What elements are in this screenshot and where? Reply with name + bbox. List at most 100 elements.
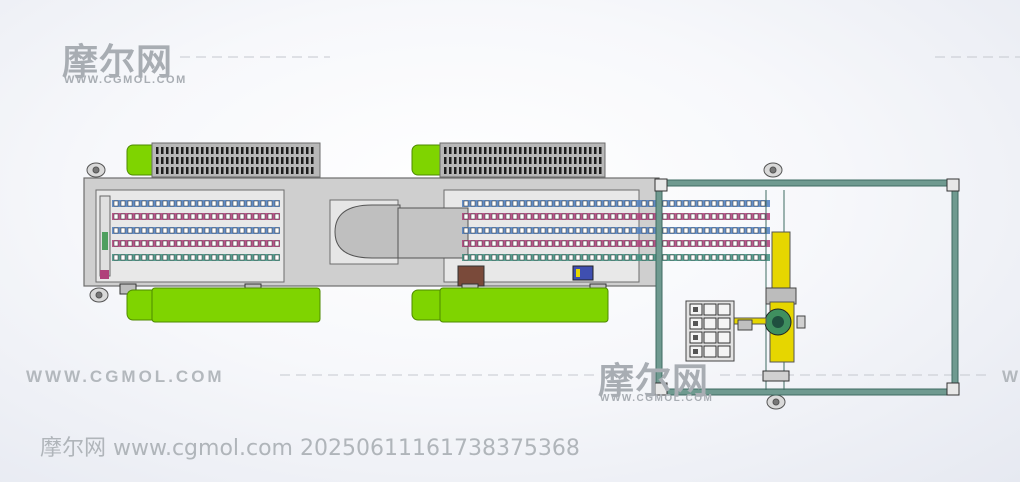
rail-block [246,240,252,247]
vent-slot [589,167,592,174]
rail-block [505,240,511,247]
vent-slot [594,157,597,164]
rail-block [176,254,182,261]
rail-block [204,240,210,247]
vent-slot [569,167,572,174]
rail-block [246,254,252,261]
rail-block [239,240,245,247]
rail-block [505,254,511,261]
vent-slot [584,147,587,154]
vent-slot [276,167,279,174]
rail-block [162,254,168,261]
vent-slot [276,147,279,154]
vent-slot [301,157,304,164]
rail-block [746,213,752,220]
vent-slot [464,167,467,174]
vent-slot [549,147,552,154]
vent-slot [539,147,542,154]
rail-block [739,240,745,247]
rail-block [204,213,210,220]
vent-slot [564,167,567,174]
vent-slot [191,167,194,174]
rail-block [631,213,637,220]
rail-block [617,213,623,220]
rail-block [746,200,752,207]
vent-slot [236,157,239,164]
vent-slot [181,157,184,164]
rail-block [477,240,483,247]
rail-block [704,227,710,234]
rail-block [218,200,224,207]
rail-block [134,200,140,207]
rail-block [169,227,175,234]
rail-block [134,240,140,247]
vent-slot [186,157,189,164]
vent-slot [201,147,204,154]
vent-slot [549,167,552,174]
vent-slot [484,167,487,174]
vent-slot [584,167,587,174]
vent-slot [539,157,542,164]
vent-slot [459,147,462,154]
left-bottom-tank [126,287,321,323]
rail-block [648,213,654,220]
rail-block [582,240,588,247]
rail-block [267,200,273,207]
rail-block [127,240,133,247]
rail-block [648,227,654,234]
rail-block [554,200,560,207]
vent-slot [311,167,314,174]
vent-slot [589,147,592,154]
vent-slot [281,157,284,164]
rail-block [274,254,280,261]
rail-block [610,227,616,234]
rail-block [610,240,616,247]
vent-slot [311,147,314,154]
rail-block [596,240,602,247]
vent-slot [594,147,597,154]
valve-port [693,335,698,340]
rail-block [484,254,490,261]
vent-slot [519,157,522,164]
rail-block [484,213,490,220]
vent-slot [306,167,309,174]
rail-block [753,254,759,261]
rail-block [260,227,266,234]
vent-slot [231,147,234,154]
vent-slot [206,167,209,174]
rail-block [526,240,532,247]
rail-block [113,254,119,261]
vent-slot [161,167,164,174]
rail-block [676,213,682,220]
vent-slot [504,157,507,164]
rail-block [505,213,511,220]
rail-block [519,213,525,220]
vent-slot [251,167,254,174]
rail-block [169,200,175,207]
vent-slot [509,157,512,164]
rail-block [463,213,469,220]
rail-block [603,200,609,207]
rail-block [732,254,738,261]
rail-block [176,240,182,247]
rail-block [197,254,203,261]
rail-block [120,200,126,207]
rail-block [190,227,196,234]
rail-block [239,213,245,220]
rail-block [505,200,511,207]
rail-block [232,213,238,220]
vent-slot [474,167,477,174]
vent-slot [509,167,512,174]
rail-block [155,213,161,220]
rail-block [491,200,497,207]
rail-block [512,254,518,261]
rail-block [120,227,126,234]
rail-block [704,200,710,207]
rail-block [211,227,217,234]
valve-coil [703,303,717,316]
rail-block [253,254,259,261]
rail-block [141,213,147,220]
vent-slot [574,147,577,154]
rail-block [246,227,252,234]
rail-block [498,213,504,220]
